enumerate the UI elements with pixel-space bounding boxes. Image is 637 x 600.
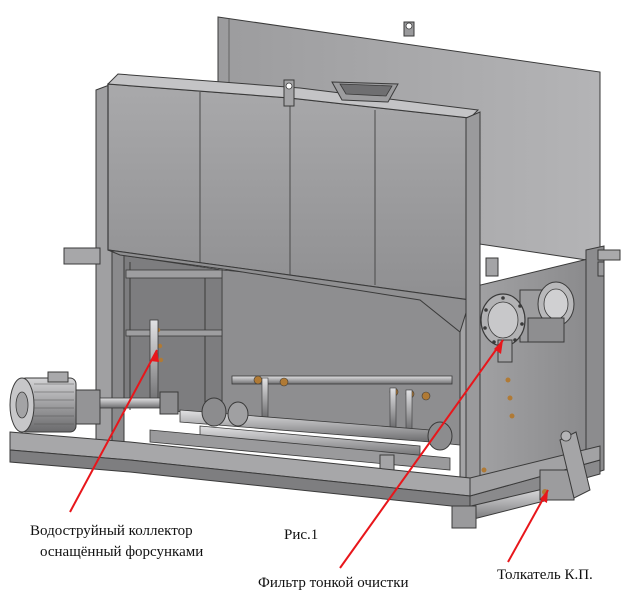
figure-caption: Рис.1 [284,527,319,543]
front-hood [106,73,480,333]
label-collector-line1: Водоструйный коллектор [30,523,193,539]
electric-motor [9,371,179,433]
callout-collector [69,349,158,513]
callout-collector-arrow [150,350,159,362]
inner-cavity [119,254,461,446]
water-jet-collector [149,319,453,431]
roller-shafts [149,397,453,486]
callout-filter [339,339,504,569]
label-collector-line2: оснащённый форсунками [40,544,204,560]
label-pusher: Толкатель К.П. [497,567,593,583]
right-front-post [465,111,499,511]
pusher-mechanism [451,430,591,529]
callout-pusher-arrow [540,490,548,503]
callout-pusher [507,489,549,563]
callout-lines [69,339,549,569]
callout-filter-arrow [494,340,503,354]
label-fine-filter: Фильтр тонкой очистки [258,575,409,591]
